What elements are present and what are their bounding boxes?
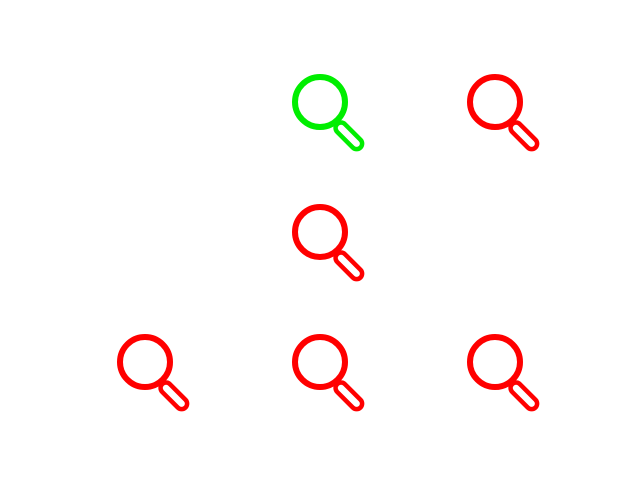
- search-icon-selected[interactable]: [282, 64, 365, 152]
- magnifier-lens: [292, 74, 348, 130]
- search-icon[interactable]: [282, 324, 365, 412]
- search-icon[interactable]: [107, 324, 190, 412]
- magnifier-glyph: [467, 334, 540, 412]
- magnifier-handle: [333, 120, 365, 152]
- magnifier-handle: [508, 380, 540, 412]
- magnifier-glyph: [467, 74, 540, 152]
- magnifier-lens: [292, 334, 348, 390]
- magnifier-glyph: [292, 334, 365, 412]
- magnifier-lens: [467, 334, 523, 390]
- magnifier-glyph: [117, 334, 190, 412]
- search-icon[interactable]: [457, 324, 540, 412]
- magnifier-lens: [467, 74, 523, 130]
- magnifier-handle: [158, 380, 190, 412]
- magnifier-handle: [508, 120, 540, 152]
- magnifier-lens: [117, 334, 173, 390]
- magnifier-glyph: [292, 74, 365, 152]
- magnifier-handle: [333, 380, 365, 412]
- search-icon[interactable]: [282, 194, 365, 282]
- magnifier-lens: [292, 204, 348, 260]
- magnifier-handle: [333, 250, 365, 282]
- magnifier-glyph: [292, 204, 365, 282]
- search-icon[interactable]: [457, 64, 540, 152]
